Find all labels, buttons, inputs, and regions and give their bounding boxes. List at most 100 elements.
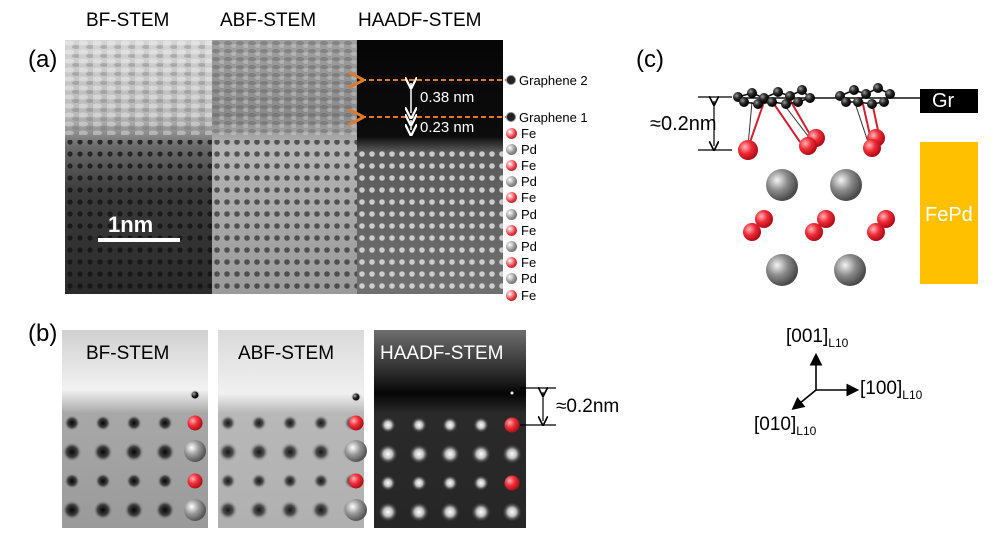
simulated-atom-column [409,444,429,464]
gr-bar [920,89,978,113]
model-gap-label: ≈0.2nm [650,113,717,135]
panel-label-b: (b) [28,320,58,347]
simulated-atom-column [126,473,142,489]
simulated-atom-column [282,415,298,431]
bf-column-atoms [184,390,206,521]
pd-atoms-2 [766,254,866,286]
simulated-atom-column [155,500,175,520]
legend-layer-label: Fe [521,157,537,173]
simulated-atom-column [282,473,298,489]
gr-label: Gr [932,90,955,112]
simulated-atom-column [411,475,427,491]
simulated-atom-column [93,500,113,520]
fe-mid-atoms [743,210,895,241]
simulated-atom-column [220,473,236,489]
panel-a-header-haadf: HAADF-STEM [358,10,482,31]
legend-layer-fe: Fe [506,255,536,271]
legend-layer-label: Fe [521,255,537,271]
simulated-atom-column [471,502,491,522]
simulated-atom-column [126,415,142,431]
simulated-atom-column [124,500,144,520]
simulated-atom-column [378,444,398,464]
legend-layer-pd: Pd [506,271,537,287]
haadf-column-atoms [504,391,520,491]
simulated-atom-column [95,415,111,431]
simulated-atom-column [502,502,522,522]
panel-b-atom-overlay [184,0,556,521]
fe-atom-icon [506,127,517,139]
simulated-atom-column [95,473,111,489]
panel-a-annotations [0,0,510,300]
simulated-atom-column [157,473,173,489]
legend-layer-label: Fe [521,222,537,238]
legend-layer-fe: Fe [506,157,536,173]
simulated-atom-column [311,500,331,520]
axis-001-label: [001]L10 [786,326,849,350]
legend-layer-pd: Pd [506,206,537,222]
legend-layer-label: Fe [521,125,537,141]
pd-atom-icon [506,240,517,252]
legend-layer-label: Fe [521,287,537,303]
pd-atom-icon [506,273,517,285]
legend-layer-label: Pd [521,174,537,190]
simulated-atom-column [93,442,113,462]
simulated-atom-column [280,500,300,520]
simulated-atom-column [411,417,427,433]
simulated-atom-column [473,475,489,491]
simulated-atom-column [249,442,269,462]
simulated-atom-column [380,475,396,491]
simulated-atom-column [378,502,398,522]
simulated-atom-column [313,415,329,431]
simulated-atom-column [124,442,144,462]
panel-label-c: (c) [636,46,664,73]
legend-layer-label: Pd [521,271,537,287]
bf-stem-image [65,40,212,294]
simulated-atom-column [62,442,82,462]
simulated-atom-column [440,502,460,522]
gap-indicator-c [698,97,732,150]
simulated-atom-column [442,417,458,433]
carbon-atoms [733,83,931,109]
simulated-atom-column [380,417,396,433]
simulated-atom-column [473,417,489,433]
legend-layer-fe: Fe [506,190,536,206]
simulated-atom-column [64,473,80,489]
fe-top-atoms [738,129,885,160]
abf-column-atoms [345,392,367,521]
simulated-atom-column [471,444,491,464]
simulated-atom-column [440,444,460,464]
legend-layer-fe: Fe [506,287,536,303]
legend-layer-label: Pd [521,141,537,157]
fe-atom-icon [506,192,517,204]
simulated-atom-column [251,473,267,489]
fe-atom-icon [506,159,517,171]
legend-graphene-1: Graphene 1 [506,109,588,125]
crystal-model [698,83,978,286]
fe-atom-icon [506,289,517,301]
legend-layer-fe: Fe [506,125,536,141]
axis-triad [791,352,860,411]
abf-stem-image [212,40,357,294]
spacing-label-1: 0.38 nm [420,89,475,106]
axis-010-label: [010]L10 [754,414,817,438]
sim-header-haadf: HAADF-STEM [380,343,504,364]
simulated-atom-column [251,415,267,431]
simulated-atom-column [155,442,175,462]
simulated-atom-column [218,442,238,462]
simulated-atom-column [280,442,300,462]
fepd-label: FePd [925,204,973,226]
panel-label-a: (a) [28,46,58,73]
simulated-atom-column [249,500,269,520]
legend-layer-fe: Fe [506,222,536,238]
simulated-atom-column [218,500,238,520]
pd-atom-icon [506,143,517,155]
simulated-atom-column [64,415,80,431]
simulated-atom-column [62,500,82,520]
legend-layer-label: Pd [521,238,537,254]
sim-header-abf: ABF-STEM [238,343,335,364]
axis-100-label: [100]L10 [860,378,923,402]
simulated-atom-column [220,415,236,431]
fe-atom-icon [506,257,517,269]
haadf-stem-image [357,40,503,294]
pd-atoms-1 [766,169,862,201]
